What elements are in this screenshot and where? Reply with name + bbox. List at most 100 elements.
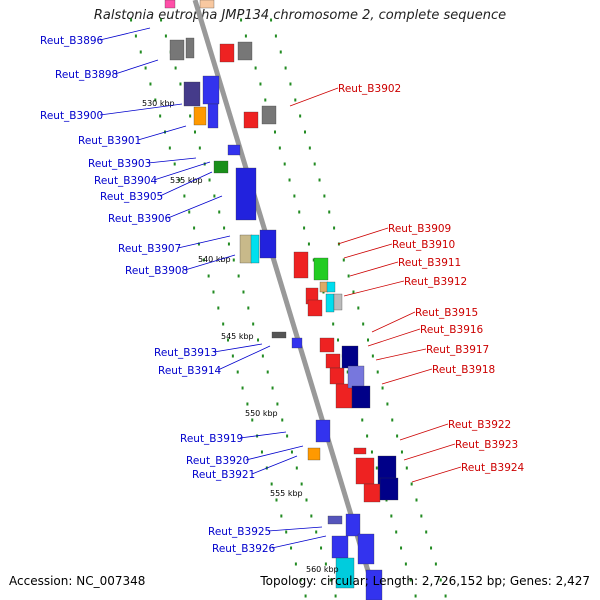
gene-leader-line xyxy=(411,466,462,483)
gene-label-left[interactable]: Reut_B3913 xyxy=(154,347,217,359)
tick-mark xyxy=(333,226,336,230)
tick-mark xyxy=(299,114,302,118)
tick-mark xyxy=(332,322,335,326)
gene-leader-line xyxy=(289,87,339,107)
tick-mark xyxy=(286,434,289,438)
gene-feature xyxy=(363,483,381,503)
gene-label-right[interactable]: Reut_B3912 xyxy=(404,276,467,288)
gene-feature xyxy=(345,513,361,537)
gene-feature xyxy=(315,419,331,443)
gene-label-left[interactable]: Reut_B3925 xyxy=(208,526,271,538)
tick-mark xyxy=(246,402,249,406)
gene-feature xyxy=(329,367,345,385)
gene-label-right[interactable]: Reut_B3924 xyxy=(461,462,525,474)
gene-feature xyxy=(325,353,341,369)
gene-label-right[interactable]: Reut_B3922 xyxy=(448,419,511,431)
gene-leader-line xyxy=(167,195,223,219)
gene-label-left[interactable]: Reut_B3905 xyxy=(100,191,163,203)
gene-feature xyxy=(319,337,335,353)
gene-feature xyxy=(239,234,253,264)
gene-leader-line xyxy=(337,227,389,245)
tick-mark xyxy=(270,482,273,486)
gene-label-right[interactable]: Reut_B3910 xyxy=(392,239,455,251)
gene-leader-line xyxy=(271,535,327,549)
tick-mark xyxy=(208,178,211,182)
tick-mark xyxy=(430,546,433,550)
gene-label-right[interactable]: Reut_B3917 xyxy=(426,344,489,356)
gene-leader-line xyxy=(371,311,416,333)
gene-label-left[interactable]: Reut_B3906 xyxy=(108,213,172,225)
tick-mark xyxy=(318,178,321,182)
gene-leader-line xyxy=(159,171,213,197)
tick-mark xyxy=(139,50,142,54)
gene-label-left[interactable]: Reut_B3896 xyxy=(40,35,104,47)
gene-label-right[interactable]: Reut_B3918 xyxy=(432,364,495,376)
gene-feature xyxy=(351,385,371,409)
tick-mark xyxy=(273,130,276,134)
tick-mark xyxy=(293,194,296,198)
gene-label-left[interactable]: Reut_B3900 xyxy=(40,110,103,122)
tick-mark xyxy=(168,146,171,150)
tick-mark xyxy=(400,546,403,550)
scale-label: 540 kbp xyxy=(198,255,231,264)
tick-mark xyxy=(189,114,192,118)
gene-feature xyxy=(319,281,329,293)
tick-mark xyxy=(307,242,310,246)
gene-label-left[interactable]: Reut_B3901 xyxy=(78,135,141,147)
tick-mark xyxy=(271,386,274,390)
gene-leader-line xyxy=(349,261,399,277)
tick-mark xyxy=(299,578,302,582)
gene-leader-line xyxy=(367,328,421,347)
tick-mark xyxy=(242,290,245,294)
gene-label-left[interactable]: Reut_B3898 xyxy=(55,69,118,81)
gene-label-left[interactable]: Reut_B3903 xyxy=(88,158,151,170)
tick-mark xyxy=(183,194,186,198)
tick-mark xyxy=(261,354,264,358)
gene-leader-line xyxy=(267,526,323,532)
gene-label-left[interactable]: Reut_B3908 xyxy=(125,265,188,277)
tick-mark xyxy=(329,578,332,582)
tick-mark xyxy=(174,66,177,70)
gene-leader-line xyxy=(239,431,287,439)
gene-label-right[interactable]: Reut_B3915 xyxy=(415,307,478,319)
tick-mark xyxy=(337,338,340,342)
gene-label-left[interactable]: Reut_B3919 xyxy=(180,433,243,445)
tick-mark xyxy=(227,338,230,342)
tick-mark xyxy=(283,162,286,166)
tick-mark xyxy=(300,482,303,486)
gene-label-left[interactable]: Reut_B3920 xyxy=(186,455,249,467)
summary-text: Topology: circular; Length: 2,726,152 bp… xyxy=(260,574,590,588)
tick-mark xyxy=(280,514,283,518)
gene-feature xyxy=(326,281,336,293)
gene-feature xyxy=(341,345,359,369)
gene-label-right[interactable]: Reut_B3923 xyxy=(455,439,518,451)
tick-mark xyxy=(144,66,147,70)
tick-mark xyxy=(414,594,417,598)
tick-mark xyxy=(295,466,298,470)
gene-leader-line xyxy=(245,445,304,461)
tick-mark xyxy=(371,354,374,358)
gene-leader-line xyxy=(399,423,449,441)
tick-mark xyxy=(197,242,200,246)
tick-mark xyxy=(257,338,260,342)
gene-label-left[interactable]: Reut_B3914 xyxy=(158,365,222,377)
gene-label-right[interactable]: Reut_B3911 xyxy=(398,257,461,269)
tick-mark xyxy=(193,226,196,230)
gene-label-left[interactable]: Reut_B3907 xyxy=(118,243,181,255)
gene-feature xyxy=(199,0,215,9)
scale-label: 550 kbp xyxy=(245,409,278,418)
gene-label-right[interactable]: Reut_B3902 xyxy=(338,83,401,95)
gene-label-left[interactable]: Reut_B3904 xyxy=(94,175,158,187)
tick-mark xyxy=(303,130,306,134)
tick-mark xyxy=(409,578,412,582)
tick-mark xyxy=(308,146,311,150)
tick-mark xyxy=(266,370,269,374)
gene-feature xyxy=(293,251,309,279)
tick-mark xyxy=(298,210,301,214)
gene-label-left[interactable]: Reut_B3926 xyxy=(212,543,276,555)
gene-label-right[interactable]: Reut_B3909 xyxy=(388,223,451,235)
gene-label-left[interactable]: Reut_B3921 xyxy=(192,469,255,481)
gene-leader-line xyxy=(343,280,405,297)
gene-label-right[interactable]: Reut_B3916 xyxy=(420,324,484,336)
